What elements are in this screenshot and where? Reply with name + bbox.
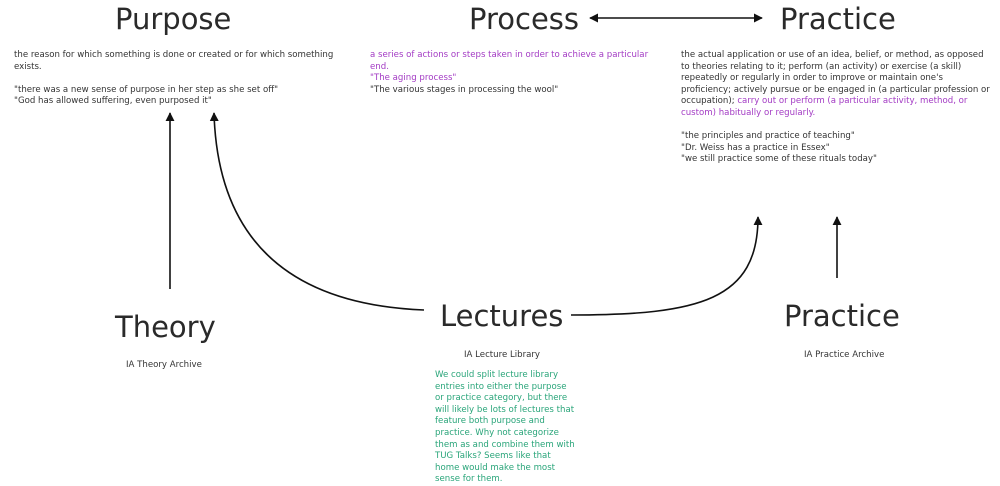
practice-heading-bottom: Practice — [784, 299, 900, 333]
process-definition: a series of actions or steps taken in or… — [370, 50, 649, 72]
lectures-practice-arrow — [570, 216, 763, 316]
lecture-library-caption: IA Lecture Library — [464, 350, 541, 360]
purpose-example-1: "there was a new sense of purpose in her… — [14, 84, 279, 95]
lectures-purpose-arrow — [209, 112, 425, 311]
theory-heading: Theory — [115, 310, 216, 344]
process-heading: Process — [469, 2, 580, 36]
purpose-definition: the reason for which something is done o… — [14, 50, 334, 72]
practice-example-2: "Dr. Weiss has a practice in Essex" — [681, 142, 830, 153]
theory-archive-caption: IA Theory Archive — [126, 360, 202, 370]
purpose-definition-block: the reason for which something is done o… — [14, 50, 354, 108]
lecture-note: We could split lecture library entries i… — [435, 370, 575, 485]
practice-heading-top: Practice — [780, 2, 896, 36]
practice-example-3: "we still practice some of these rituals… — [681, 154, 877, 165]
practice-definition: the actual application or use of an idea… — [681, 50, 993, 120]
practice-examples-block: "the principles and practice of teaching… — [681, 131, 993, 166]
purpose-example-2: "God has allowed suffering, even purpose… — [14, 96, 212, 107]
practice-example-1: "the principles and practice of teaching… — [681, 131, 855, 141]
purpose-heading: Purpose — [115, 2, 232, 36]
process-example-2: "The various stages in processing the wo… — [370, 84, 559, 95]
practice-definition-text: the actual application or use of an idea… — [681, 50, 990, 107]
practice-definition-highlight: carry out or perform (a particular activ… — [681, 96, 968, 118]
practice-archive-caption: IA Practice Archive — [804, 350, 885, 360]
practice-definition-block: the actual application or use of an idea… — [681, 50, 993, 120]
lectures-heading: Lectures — [440, 299, 564, 333]
process-example-1: "The aging process" — [370, 73, 457, 84]
process-definition-block: a series of actions or steps taken in or… — [370, 50, 660, 96]
